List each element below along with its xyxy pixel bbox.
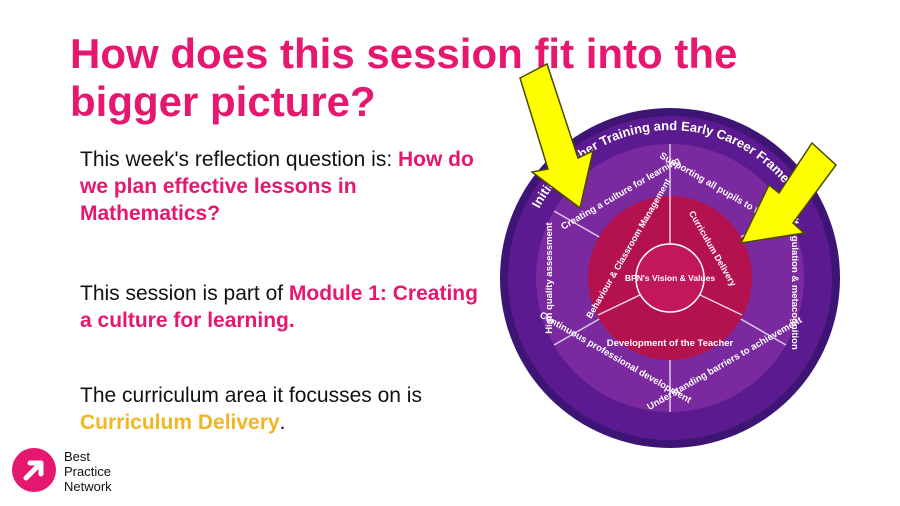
curriculum-paragraph: The curriculum area it focusses on is Cu… [80,382,480,436]
segment-high-quality-assessment: High quality assessment [544,221,555,333]
reflection-paragraph: This week's reflection question is: How … [80,146,480,227]
best-practice-network-logo: Best Practice Network [8,444,168,500]
logo-word-best: Best [64,449,91,464]
wheel-center [635,243,705,313]
logo-word-practice: Practice [64,464,111,479]
module-paragraph: This session is part of Module 1: Creati… [80,280,480,334]
area-suffix: . [279,411,286,434]
logo-wordmark: Best Practice Network [64,449,112,494]
slide-title: How does this session fit into the bigge… [70,30,738,125]
center-label: BPN's Vision & Values [625,273,715,283]
yellow-arrow-icon [519,62,595,210]
arrow-up-right-icon [23,460,44,481]
area-name: Curriculum Delivery [80,411,280,434]
module-prefix: This session is part of [80,282,289,305]
segment-self-regulation: Self-regulation & metacognition [789,206,800,350]
inner-ring-dividers [597,196,743,316]
yellow-arrow-icon [739,141,838,244]
module-name: Module 1: Creating a culture for learnin… [80,282,478,332]
reflection-prefix: This week's reflection question is: [80,148,398,171]
reflection-question: How do we plan effective lessons in Math… [80,148,474,225]
inner-segment-development: Development of the Teacher [607,338,734,349]
logo-arrow-icon [12,448,56,492]
logo-word-network: Network [64,479,112,494]
area-prefix: The curriculum area it focusses on is [80,384,422,407]
